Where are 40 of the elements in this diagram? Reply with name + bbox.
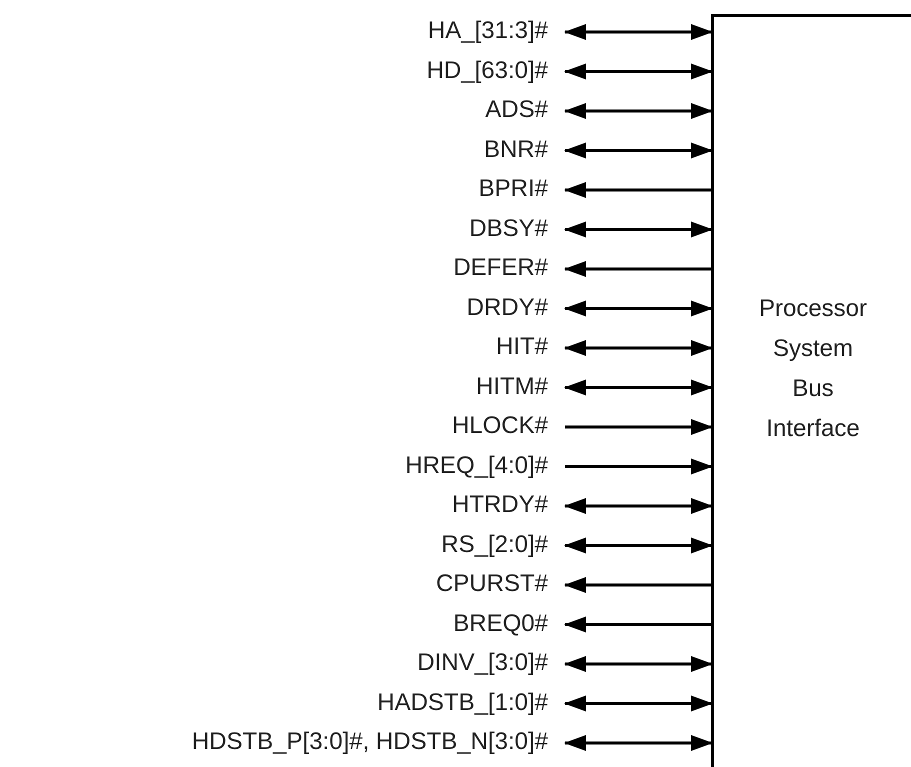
signal-name: DINV_[3:0]# — [417, 649, 548, 677]
arrow — [564, 24, 713, 40]
signal-name: DRDY# — [466, 294, 548, 322]
arrow — [564, 182, 712, 198]
arrow — [564, 64, 713, 80]
signal-name: HA_[31:3]# — [428, 17, 548, 45]
signal-name: HIT# — [496, 333, 548, 361]
signal-name: ADS# — [485, 96, 548, 124]
signal-name: BNR# — [484, 136, 548, 164]
signal-name: BREQ0# — [453, 610, 548, 638]
signal-name: HADSTB_[1:0]# — [377, 688, 548, 716]
signal-name: BPRI# — [478, 175, 548, 203]
arrow — [564, 577, 712, 593]
arrow — [564, 222, 713, 238]
arrow — [564, 735, 713, 751]
block-title: Processor System Bus Interface — [758, 294, 868, 444]
arrow — [564, 300, 713, 316]
arrow — [564, 616, 712, 632]
arrow — [565, 419, 713, 435]
signal-name: HREQ_[4:0]# — [405, 452, 548, 480]
arrow — [564, 538, 713, 554]
interface-block — [711, 14, 911, 767]
signal-name: HD_[63:0]# — [426, 56, 548, 84]
signal-name: HITM# — [476, 372, 548, 400]
signal-name: CPURST# — [436, 570, 548, 598]
signal-name: HLOCK# — [452, 412, 548, 440]
arrow — [564, 696, 713, 712]
arrow — [564, 380, 713, 396]
signal-name: DEFER# — [453, 254, 548, 282]
arrow — [564, 340, 713, 356]
signal-name: HDSTB_P[3:0]#, HDSTB_N[3:0]# — [192, 728, 548, 756]
arrow — [564, 261, 712, 277]
signal-name: RS_[2:0]# — [441, 530, 548, 558]
arrow — [564, 498, 713, 514]
signal-name: DBSY# — [469, 214, 548, 242]
arrow — [564, 103, 713, 119]
arrow — [564, 142, 713, 158]
arrow — [565, 458, 713, 474]
arrow — [564, 656, 713, 672]
signal-name: HTRDY# — [452, 491, 548, 519]
